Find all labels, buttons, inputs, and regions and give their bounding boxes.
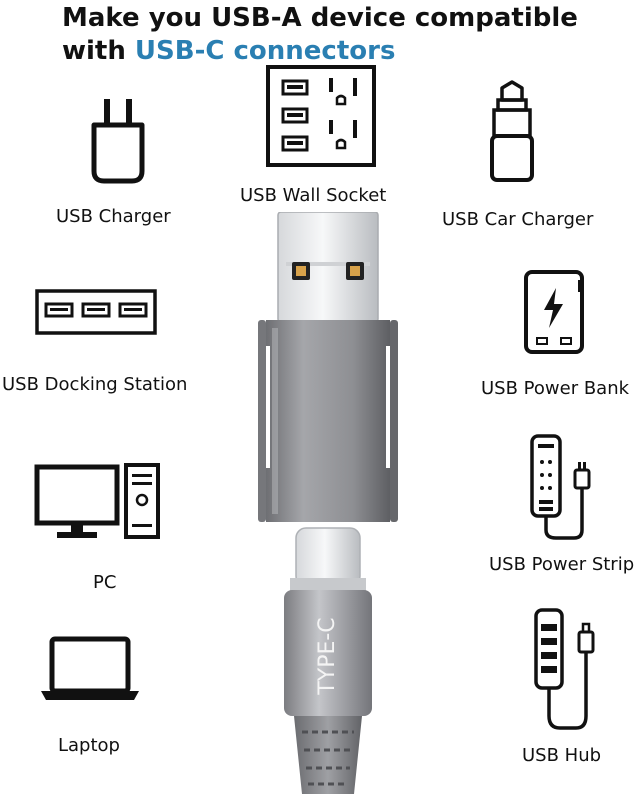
power-strip-icon: [520, 430, 600, 542]
car-charger-icon: [486, 78, 538, 186]
usb-hub-label: USB Hub: [522, 745, 602, 766]
headline-line-2-prefix: with: [62, 36, 135, 66]
laptop-label: Laptop: [58, 735, 120, 756]
usb-charger-icon: [86, 95, 150, 187]
headline-accent: USB-C connectors: [134, 36, 396, 66]
pc-icon: [34, 462, 164, 542]
usb-wall-socket-icon: [265, 64, 377, 168]
usb-a-to-usb-c-adapter: TYPE-C: [258, 212, 398, 794]
type-c-imprint: TYPE-C: [315, 617, 340, 695]
laptop-icon: [38, 636, 142, 704]
power-bank-icon: [522, 268, 586, 356]
pc-label: PC: [93, 572, 117, 593]
docking-station-icon: [34, 288, 158, 336]
usb-docking-station-label: USB Docking Station: [2, 374, 188, 395]
headline-line-1: Make you USB-A device compatible: [62, 3, 578, 33]
usb-wall-socket-label: USB Wall Socket: [240, 185, 387, 206]
usb-hub-icon: [528, 606, 602, 736]
usb-power-bank-label: USB Power Bank: [481, 378, 630, 399]
usb-charger-label: USB Charger: [56, 206, 171, 227]
usb-car-charger-label: USB Car Charger: [442, 209, 594, 230]
usb-power-strip-label: USB Power Strip: [489, 554, 635, 575]
